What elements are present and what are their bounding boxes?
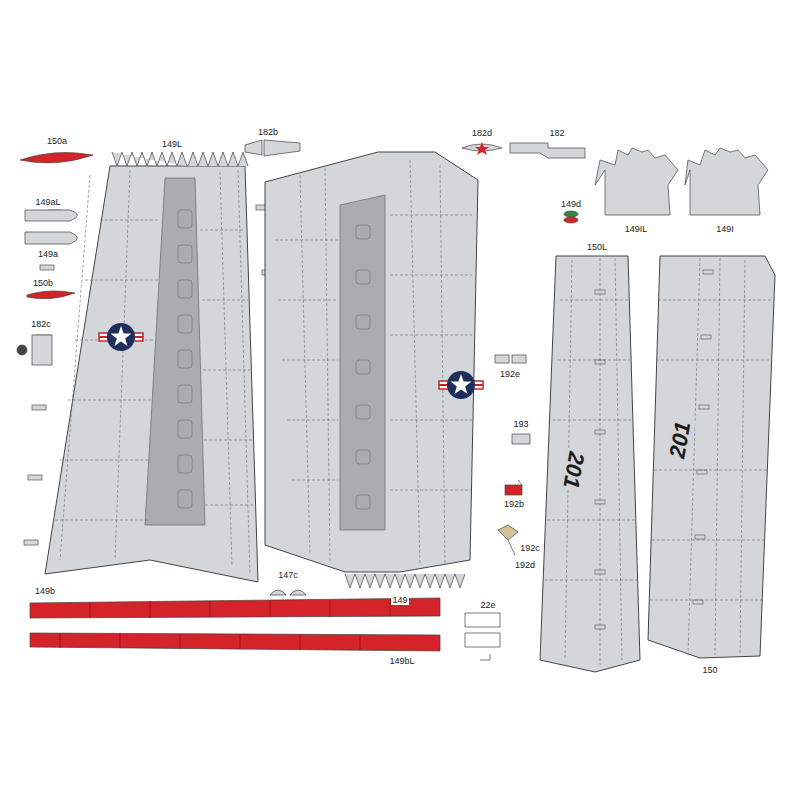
part-number: 182d (471, 128, 493, 138)
part-number: 149d (560, 199, 582, 209)
part-number: 149 (391, 595, 408, 605)
part-number: 149IL (624, 224, 649, 234)
part-number: 182 (548, 128, 565, 138)
part-number: 149I (715, 224, 735, 234)
part-number: 22e (479, 600, 496, 610)
part-number: 182b (257, 127, 279, 137)
small-parts (17, 140, 768, 660)
part-number: 192d (514, 560, 536, 570)
red-strips (30, 598, 440, 651)
outer-wing-150L (540, 256, 640, 672)
part-number: 193 (512, 419, 529, 429)
part-number: 192c (519, 543, 541, 553)
part-number: 150 (701, 665, 718, 675)
part-number: 149b (34, 586, 56, 596)
wing-panel-149 (256, 152, 483, 588)
part-number: 149L (161, 139, 183, 149)
part-number: 150b (32, 278, 54, 288)
wing-panel-149L (24, 152, 258, 582)
part-number: 149a (37, 249, 59, 259)
part-number: 149bL (388, 656, 415, 666)
part-number: 182c (30, 319, 52, 329)
part-number: 149aL (34, 197, 61, 207)
part-number: 147c (277, 570, 299, 580)
outer-wing-150 (648, 256, 775, 658)
part-number: 150L (586, 242, 608, 252)
part-number: 192b (503, 499, 525, 509)
aircraft-number: 201 (558, 448, 589, 492)
aircraft-number: 201 (665, 418, 696, 462)
part-number: 150a (46, 136, 68, 146)
part-number: 192e (499, 369, 521, 379)
